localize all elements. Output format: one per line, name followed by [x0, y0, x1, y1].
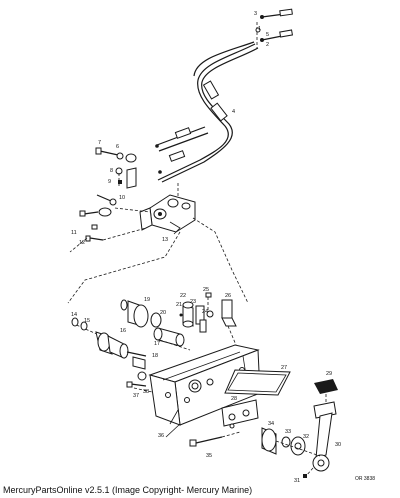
shift-bracket-assembly: [102, 183, 196, 241]
callout-22: 22: [180, 293, 186, 299]
callout-24: 24: [202, 309, 208, 315]
center-shaft-components: [120, 292, 237, 351]
callout-19: 19: [144, 297, 150, 303]
callout-28: 28: [231, 396, 237, 402]
callout-36: 36: [158, 433, 164, 439]
callout-17: 17: [154, 341, 160, 347]
callout-4: 4: [232, 109, 235, 115]
callout-26: 26: [225, 293, 231, 299]
callout-11: 11: [71, 230, 77, 236]
callout-31: 31: [294, 478, 300, 484]
callout-13: 13: [162, 237, 168, 243]
parts-exploded-diagram: 1 2 3 4 5 6 7 8 9 10 11 12 13 14 15 16 1…: [67, 8, 375, 484]
callout-15: 15: [84, 318, 90, 324]
control-cables: [155, 41, 259, 183]
callout-34: 34: [268, 421, 274, 427]
callout-33: 33: [285, 429, 291, 435]
callout-12: 12: [79, 240, 85, 246]
shift-shaft-components: [71, 317, 147, 388]
callout-2: 2: [266, 42, 269, 48]
callout-10: 10: [119, 195, 125, 201]
callout-9: 9: [108, 179, 111, 185]
callout-16: 16: [120, 328, 126, 334]
cable-end-fittings: [255, 8, 294, 48]
callout-27: 27: [281, 365, 287, 371]
callout-14: 14: [71, 312, 77, 318]
callout-25: 25: [203, 287, 209, 293]
callout-3: 3: [254, 11, 257, 17]
callout-30: 30: [335, 442, 341, 448]
upper-mounting-hardware: [79, 147, 137, 242]
callout-20: 20: [160, 310, 166, 316]
shift-handle-assembly: [261, 379, 338, 478]
assembly-guide-lines: [67, 217, 249, 304]
callout-35: 35: [206, 453, 212, 459]
callout-18: 18: [152, 353, 158, 359]
callout-1: 1: [258, 26, 261, 32]
callout-38: 38: [143, 389, 149, 395]
callout-5: 5: [266, 32, 269, 38]
callout-29: 29: [326, 371, 332, 377]
callout-6: 6: [116, 144, 119, 150]
callout-8: 8: [110, 168, 113, 174]
drawing-code: OR 3838: [355, 476, 375, 482]
callout-23: 23: [190, 299, 196, 305]
callout-32: 32: [303, 434, 309, 440]
copyright-footer: MercuryPartsOnline v2.5.1 (Image Copyrig…: [3, 485, 253, 495]
control-housing: [148, 344, 261, 438]
callout-7: 7: [98, 140, 101, 146]
face-plates: [221, 369, 291, 427]
callout-37: 37: [133, 393, 139, 399]
callout-21: 21: [176, 302, 182, 308]
callout-labels: 1 2 3 4 5 6 7 8 9 10 11 12 13 14 15 16 1…: [71, 11, 375, 484]
lower-fasteners: [133, 387, 241, 447]
